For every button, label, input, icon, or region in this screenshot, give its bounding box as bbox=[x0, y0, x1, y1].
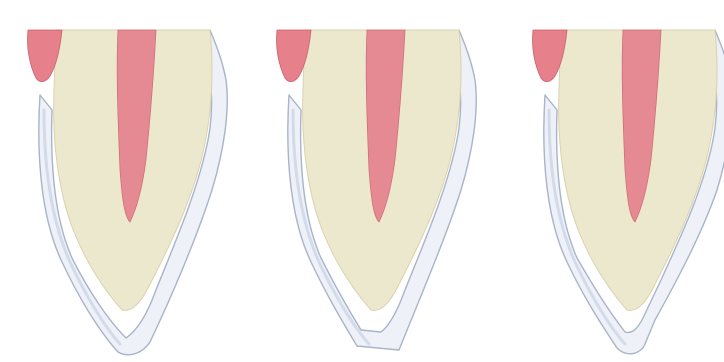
tooth-2 bbox=[276, 30, 476, 350]
teeth-group bbox=[27, 30, 724, 355]
tooth-3 bbox=[532, 30, 724, 354]
tooth-1 bbox=[27, 30, 227, 355]
